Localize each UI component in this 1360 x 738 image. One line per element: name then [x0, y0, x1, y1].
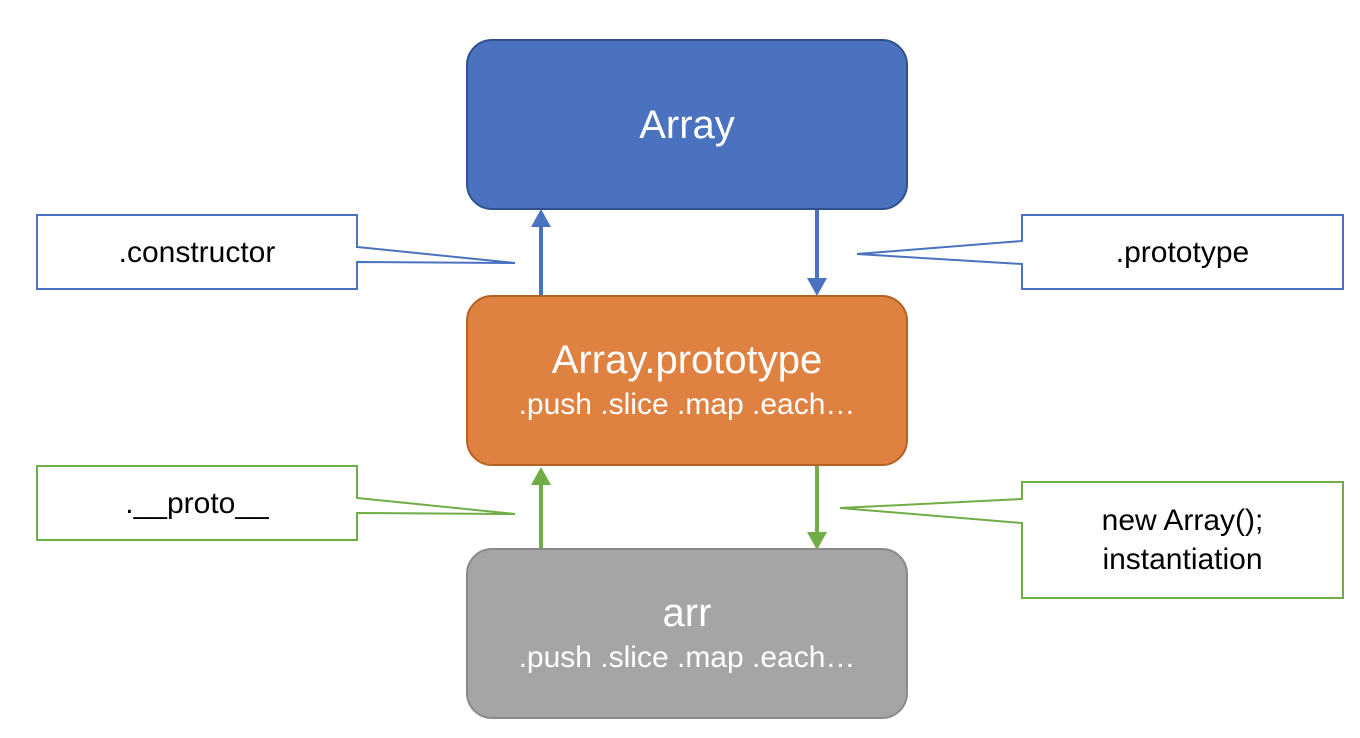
proto-arrow: [531, 467, 551, 548]
constructor-arrow: [531, 209, 551, 295]
constructor-label: .constructor: [118, 235, 276, 269]
instantiation-line2: instantiation: [1102, 543, 1263, 576]
array-prototype-node-methods: .push .slice .map .each…: [518, 388, 856, 421]
prototype-arrow: [807, 210, 827, 296]
prototype-label: .prototype: [1115, 235, 1250, 269]
prototype-callout: [856, 214, 1344, 290]
array-node-title: Array: [639, 102, 735, 147]
proto-callout: [36, 465, 516, 541]
instantiation-label: new Array(); instantiation: [1022, 482, 1343, 598]
array-prototype-node-title: Array.prototype: [551, 338, 823, 382]
arr-node-title: arr: [662, 591, 712, 635]
array-node: Array: [466, 39, 908, 210]
instantiation-line1: new Array();: [1101, 504, 1264, 537]
constructor-callout: [36, 214, 516, 290]
instantiation-callout: [839, 481, 1344, 599]
instantiation-arrow: [807, 466, 827, 550]
arr-node-methods: .push .slice .map .each…: [518, 641, 856, 674]
arr-node: arr .push .slice .map .each…: [466, 548, 908, 719]
array-prototype-node: Array.prototype .push .slice .map .each…: [466, 295, 908, 466]
proto-label: .__proto__: [125, 486, 269, 520]
